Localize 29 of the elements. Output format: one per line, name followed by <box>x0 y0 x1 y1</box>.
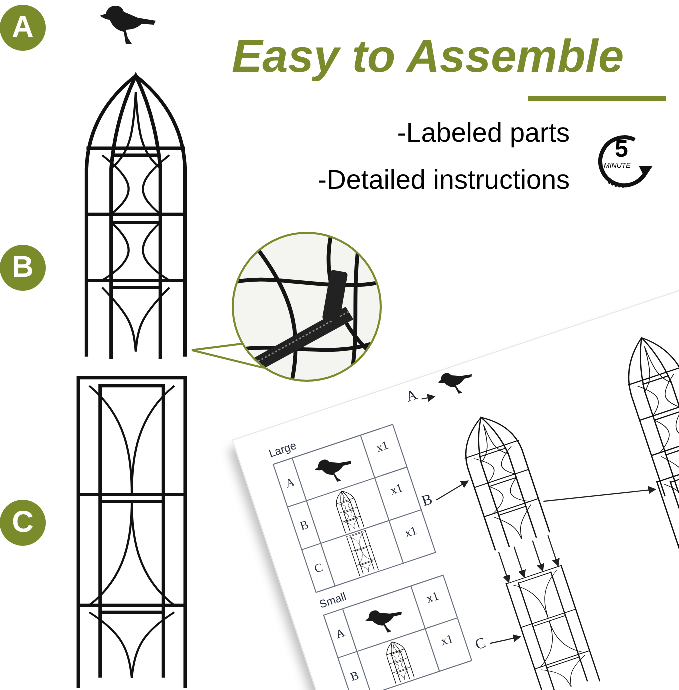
table-cell: x1 <box>412 576 458 630</box>
part-letter: C <box>474 635 493 657</box>
table-cell: x1 <box>390 510 436 564</box>
clock-number: 5 <box>615 138 628 162</box>
part-letter: A <box>404 387 424 409</box>
arrow <box>490 634 522 644</box>
table-cell: B <box>288 501 322 550</box>
arrow <box>514 546 526 578</box>
table-cell: C <box>302 544 336 593</box>
letter-badge: B <box>0 245 46 291</box>
letter-badge: C <box>0 500 46 546</box>
table-heading: Large <box>268 441 298 460</box>
feature-text: -Detailed instructions <box>318 167 570 194</box>
arrow <box>422 394 436 402</box>
table-cell: x1 <box>376 468 422 522</box>
arrow <box>548 535 560 567</box>
table-cell: A <box>274 458 308 508</box>
table-cell: A <box>324 609 358 658</box>
feature-text: -Labeled parts <box>397 120 570 147</box>
letter-badge: A <box>0 5 46 51</box>
table-cell: x1 <box>426 618 473 672</box>
arrow <box>498 552 511 584</box>
table-cell: x1 <box>361 424 408 478</box>
title: Easy to Assemble <box>232 29 624 84</box>
arrow <box>436 480 470 501</box>
table-heading: Small <box>318 592 348 612</box>
callout-pointer <box>191 343 265 370</box>
arrow <box>544 486 657 502</box>
arrow <box>532 540 544 572</box>
